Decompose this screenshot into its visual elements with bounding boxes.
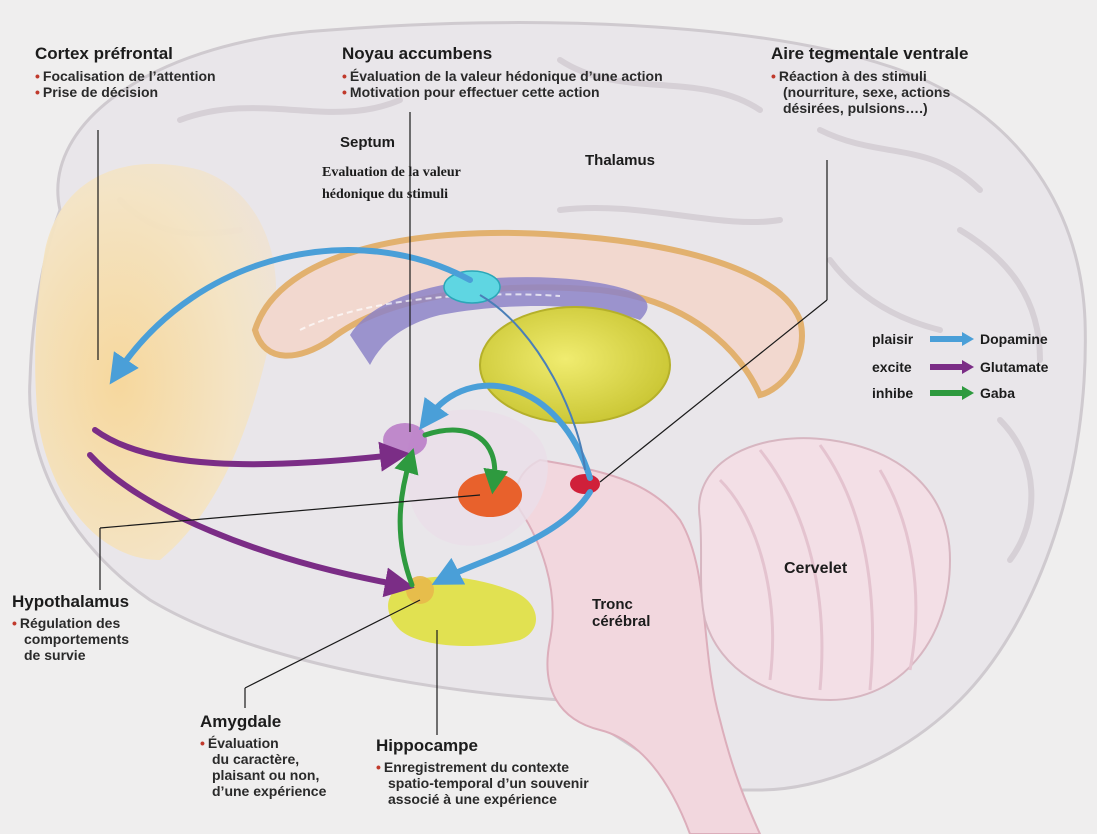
amygdale-label: Amygdale •Évaluation du caractère, plais… <box>200 712 326 799</box>
nucleus-accumbens-shape <box>383 423 427 457</box>
vta-shape <box>570 474 600 494</box>
legend-key-excite: excite <box>872 359 924 375</box>
hypothalamus-item-2: comportements <box>12 631 129 647</box>
vta-extra-1: (nourriture, sexe, actions <box>771 84 968 100</box>
thalamus-label: Thalamus <box>585 152 655 169</box>
cortex-item-1: •Focalisation de l’attention <box>35 68 216 84</box>
legend-row-gaba: inhibe Gaba <box>872 385 1015 401</box>
legend-row-dopamine: plaisir Dopamine <box>872 331 1048 347</box>
hippocampe-label: Hippocampe •Enregistrement du contexte s… <box>376 736 589 807</box>
cortex-title: Cortex préfrontal <box>35 44 216 64</box>
amygdale-item-3: plaisant ou non, <box>200 767 326 783</box>
legend-value-dopamine: Dopamine <box>980 331 1048 347</box>
cortex-item-2: •Prise de décision <box>35 84 216 100</box>
hippocampe-title: Hippocampe <box>376 736 589 756</box>
accumbens-item-1: •Évaluation de la valeur hédonique d’une… <box>342 68 663 84</box>
vta-item-1: •Réaction à des stimuli <box>771 68 968 84</box>
legend-value-glutamate: Glutamate <box>980 359 1048 375</box>
legend-arrow-blue <box>928 332 976 346</box>
hypothalamus-title: Hypothalamus <box>12 592 129 612</box>
hypothalamus-shape <box>458 473 522 517</box>
tronc-label: Tronc cérébral <box>592 596 650 631</box>
amygdale-item-1: •Évaluation <box>200 735 326 751</box>
legend-key-inhibe: inhibe <box>872 385 924 401</box>
legend-key-plaisir: plaisir <box>872 331 924 347</box>
hypothalamus-item-3: de survie <box>12 647 129 663</box>
accumbens-item-2: •Motivation pour effectuer cette action <box>342 84 663 100</box>
hypothalamus-label: Hypothalamus •Régulation des comportemen… <box>12 592 129 663</box>
septum-title: Septum <box>340 134 395 151</box>
cortex-prefrontal-label: Cortex préfrontal •Focalisation de l’att… <box>35 44 216 100</box>
accumbens-label: Noyau accumbens •Évaluation de la valeur… <box>342 44 663 100</box>
septum-desc: Evaluation de la valeur hédonique du sti… <box>322 165 461 203</box>
cervelet-label: Cervelet <box>784 560 847 578</box>
vta-extra-2: désirées, pulsions….) <box>771 100 968 116</box>
amygdale-item-2: du caractère, <box>200 751 326 767</box>
legend-value-gaba: Gaba <box>980 385 1015 401</box>
thalamus-shape <box>480 307 670 423</box>
tronc-line-1: Tronc <box>592 596 650 613</box>
septum-shape <box>444 271 500 303</box>
amygdale-title: Amygdale <box>200 712 326 732</box>
hypothalamus-item-1: •Régulation des <box>12 615 129 631</box>
tronc-line-2: cérébral <box>592 613 650 630</box>
legend-arrow-purple <box>928 360 976 374</box>
hippocampe-item-2: spatio-temporal d’un souvenir <box>376 775 589 791</box>
hippocampe-item-3: associé à une expérience <box>376 791 589 807</box>
legend-row-glutamate: excite Glutamate <box>872 359 1048 375</box>
accumbens-title: Noyau accumbens <box>342 44 663 64</box>
hippocampe-item-1: •Enregistrement du contexte <box>376 759 589 775</box>
septum-desc-1: Evaluation de la valeur <box>322 165 461 181</box>
legend-arrow-green <box>928 386 976 400</box>
vta-title: Aire tegmentale ventrale <box>771 44 968 64</box>
amygdale-item-4: d’une expérience <box>200 783 326 799</box>
septum-desc-2: hédonique du stimuli <box>322 187 461 203</box>
septum-label: Septum <box>340 134 395 151</box>
vta-label: Aire tegmentale ventrale •Réaction à des… <box>771 44 968 116</box>
